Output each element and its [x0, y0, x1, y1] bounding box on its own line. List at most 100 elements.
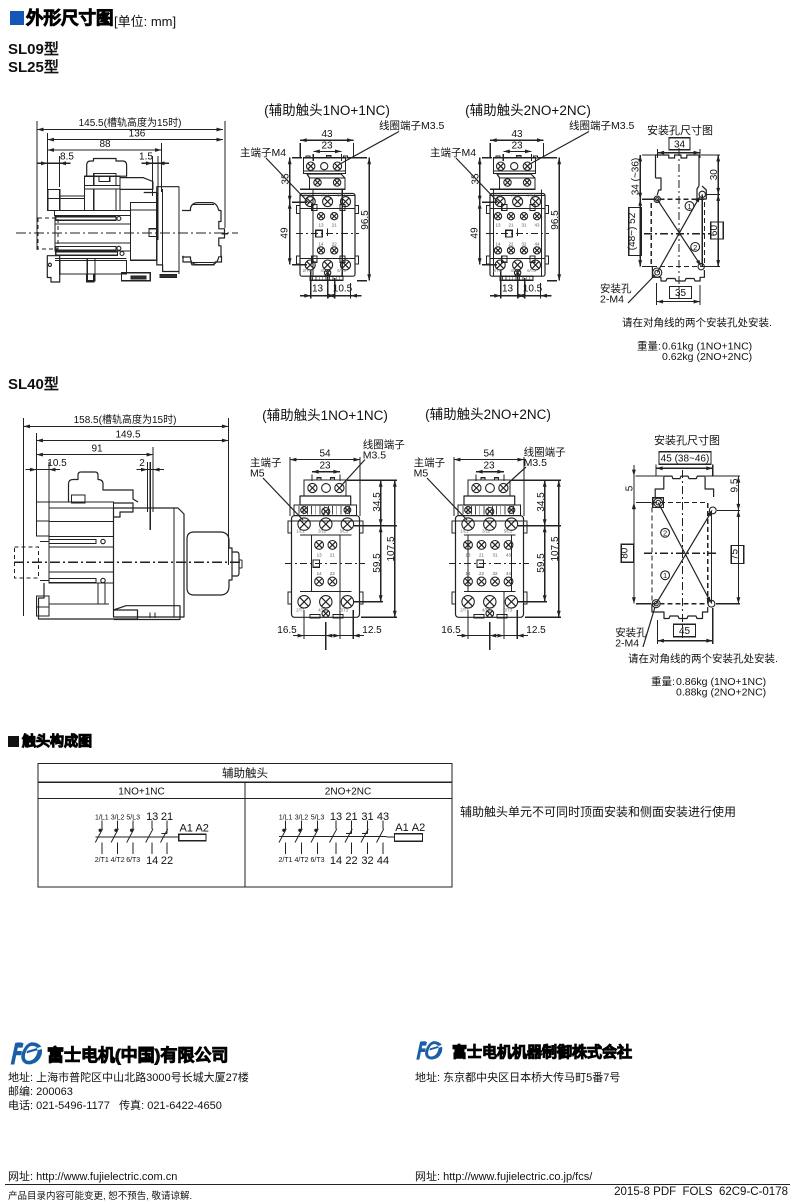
svg-text:96.5: 96.5: [360, 210, 371, 230]
svg-text:5/L3: 5/L3: [126, 815, 140, 822]
svg-text:3/L2: 3/L2: [295, 815, 309, 822]
svg-text:1/L1: 1/L1: [303, 192, 312, 197]
svg-text:96.5: 96.5: [550, 210, 561, 230]
svg-text:A1: A1: [179, 823, 192, 835]
svg-text:5/L3: 5/L3: [337, 192, 346, 197]
svg-text:1/L1: 1/L1: [460, 529, 469, 534]
svg-text:5/L3: 5/L3: [340, 529, 349, 534]
svg-text:1/L1: 1/L1: [95, 815, 109, 822]
svg-text:14: 14: [465, 571, 471, 576]
svg-text:6/T3: 6/T3: [126, 857, 140, 864]
svg-text:34.5: 34.5: [536, 492, 547, 512]
svg-text:主端子M4: 主端子M4: [240, 146, 286, 159]
svg-text:149.5: 149.5: [115, 430, 140, 441]
svg-text:0.61kg (1NO+1NC): 0.61kg (1NO+1NC): [662, 341, 752, 353]
svg-text:107.5: 107.5: [386, 536, 397, 561]
svg-text:1.5: 1.5: [139, 152, 153, 163]
svg-text:2/T1: 2/T1: [460, 608, 469, 613]
svg-text:31: 31: [492, 553, 498, 558]
svg-text:32: 32: [361, 855, 373, 867]
svg-text:49: 49: [280, 227, 291, 239]
svg-text:(48~) 52: (48~) 52: [627, 212, 638, 250]
svg-text:32: 32: [521, 242, 527, 247]
svg-text:1/L1: 1/L1: [296, 529, 305, 534]
svg-text:线圈端子: 线圈端子: [363, 438, 405, 451]
svg-text:44: 44: [377, 855, 389, 867]
svg-text:80: 80: [620, 547, 631, 559]
svg-text:13: 13: [312, 284, 324, 295]
svg-text:43: 43: [511, 129, 523, 140]
svg-text:2/T1: 2/T1: [278, 857, 292, 864]
svg-text:主端子: 主端子: [250, 456, 282, 469]
svg-text:43: 43: [377, 811, 389, 823]
svg-text:59.5: 59.5: [536, 553, 547, 573]
svg-text:8.5: 8.5: [60, 152, 74, 163]
svg-text:31: 31: [361, 811, 373, 823]
svg-text:3/L2: 3/L2: [511, 192, 520, 197]
svg-text:34 (~36): 34 (~36): [631, 158, 642, 196]
svg-text:12.5: 12.5: [362, 625, 382, 636]
svg-text:23: 23: [319, 460, 331, 471]
svg-text:辅助触头: 辅助触头: [222, 766, 268, 780]
svg-text:21: 21: [345, 811, 357, 823]
svg-text:0.86kg (1NO+1NC): 0.86kg (1NO+1NC): [676, 676, 766, 688]
svg-text:A2: A2: [195, 823, 208, 835]
svg-text:13: 13: [317, 553, 323, 558]
svg-text:13: 13: [465, 553, 471, 558]
svg-text:54: 54: [319, 448, 331, 459]
svg-text:44: 44: [534, 242, 540, 247]
svg-text:59.5: 59.5: [372, 553, 383, 573]
svg-text:10.5: 10.5: [333, 284, 353, 295]
svg-text:91: 91: [91, 444, 103, 455]
svg-text:3/L2: 3/L2: [318, 529, 327, 534]
svg-text:2: 2: [693, 243, 697, 252]
svg-text:2/T1: 2/T1: [296, 608, 305, 613]
svg-text:主端子: 主端子: [414, 456, 446, 469]
svg-text:43: 43: [534, 223, 540, 228]
svg-text:22: 22: [479, 571, 485, 576]
svg-text:1/L1: 1/L1: [493, 192, 502, 197]
svg-text:6/T3: 6/T3: [527, 268, 536, 273]
svg-text:M5: M5: [414, 468, 429, 480]
svg-text:35: 35: [675, 288, 687, 299]
svg-text:4/T2: 4/T2: [321, 268, 330, 273]
svg-text:2/T1: 2/T1: [303, 268, 312, 273]
svg-text:线圈端子M3.5: 线圈端子M3.5: [569, 119, 635, 132]
svg-text:23: 23: [321, 141, 333, 152]
svg-text:安装孔尺寸图: 安装孔尺寸图: [654, 433, 720, 447]
svg-text:5/L3: 5/L3: [311, 815, 325, 822]
svg-text:34: 34: [674, 139, 686, 150]
svg-text:13: 13: [330, 811, 342, 823]
svg-text:4/T2: 4/T2: [318, 608, 327, 613]
svg-text:5/L3: 5/L3: [527, 192, 536, 197]
svg-text:21: 21: [508, 223, 514, 228]
svg-text:2NO+2NC: 2NO+2NC: [325, 786, 371, 797]
svg-text:4/T2: 4/T2: [511, 268, 520, 273]
svg-text:43: 43: [321, 129, 333, 140]
svg-text:M5: M5: [250, 468, 265, 480]
svg-text:14: 14: [330, 855, 342, 867]
svg-text:13: 13: [146, 811, 158, 823]
svg-text:22: 22: [508, 242, 514, 247]
svg-text:22: 22: [161, 855, 173, 867]
svg-text:A1: A1: [395, 822, 408, 834]
svg-text:60: 60: [709, 225, 720, 237]
svg-text:安装孔: 安装孔: [615, 626, 647, 639]
svg-text:线圈端子: 线圈端子: [524, 446, 566, 459]
svg-text:请在对角线的两个安装孔处安装.: 请在对角线的两个安装孔处安装.: [628, 652, 778, 665]
svg-text:0.88kg (2NO+2NC): 0.88kg (2NO+2NC): [676, 686, 766, 698]
svg-text:9.5: 9.5: [729, 478, 740, 492]
svg-text:4/T2: 4/T2: [482, 608, 491, 613]
svg-text:0.62kg (2NO+2NC): 0.62kg (2NO+2NC): [662, 351, 752, 363]
svg-text:21: 21: [479, 553, 485, 558]
svg-text:22: 22: [330, 571, 336, 576]
svg-text:44: 44: [506, 571, 512, 576]
svg-text:21: 21: [332, 223, 338, 228]
svg-text:43: 43: [506, 553, 512, 558]
svg-text:14: 14: [146, 855, 158, 867]
svg-text:5: 5: [625, 485, 636, 491]
svg-text:2: 2: [663, 529, 667, 538]
svg-text:3/L2: 3/L2: [482, 529, 491, 534]
svg-text:23: 23: [483, 460, 495, 471]
svg-text:12.5: 12.5: [526, 625, 546, 636]
